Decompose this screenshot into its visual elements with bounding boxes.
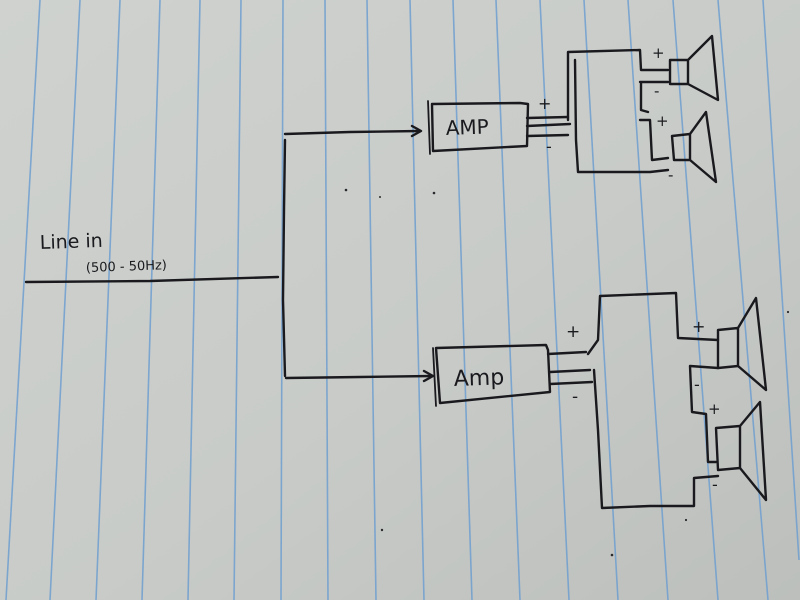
bottom-speaker-1: [716, 296, 768, 392]
bottom-amp-plus-label: +: [566, 322, 580, 342]
bottom-speaker-wiring: + - + -: [586, 291, 721, 510]
top-amplifier: AMP + -: [427, 94, 572, 156]
bottom-speaker-2-plus: +: [708, 400, 721, 418]
pencil-specks: [344, 188, 790, 557]
bottom-amp-output-wires: [546, 350, 594, 386]
top-wiring-left-vertical: [573, 58, 670, 174]
bottom-amp-label: Amp: [453, 365, 504, 392]
top-speaker-1-plus: +: [652, 44, 665, 62]
top-speaker-2-minus: -: [668, 166, 673, 184]
splitter-to-bottom-amp-wire: [284, 374, 434, 380]
bottom-speaker-1-minus: -: [694, 375, 700, 394]
splitter-top-arrowhead: [410, 124, 423, 138]
bottom-amplifier: Amp + -: [432, 322, 594, 407]
splitter-to-top-amp-wire: [283, 129, 422, 136]
top-speaker-1-minus: -: [654, 82, 659, 100]
top-wiring-outer-loop: [566, 48, 670, 122]
top-amp-label: AMP: [445, 115, 489, 140]
top-amp-output-wires: [525, 115, 572, 138]
bottom-amp-box-left-edge: [432, 347, 437, 407]
line-in-label: Line in: [39, 230, 103, 254]
top-wiring-middle-links: [638, 80, 670, 162]
speaker-icon: [670, 110, 718, 184]
speaker-icon: [716, 296, 768, 392]
bottom-wiring-outer-loop: [586, 291, 720, 356]
splitter-bottom-arrowhead: [422, 369, 435, 383]
bottom-speaker-2-minus: -: [712, 475, 718, 494]
bottom-speaker-1-plus: +: [692, 317, 705, 336]
splitter-vertical-wire: [281, 138, 287, 378]
bottom-amp-box: [434, 343, 552, 405]
bottom-speaker-2: [714, 400, 768, 502]
input-wire: [24, 275, 280, 284]
top-speaker-1: [668, 34, 720, 102]
top-amp-plus-label: +: [538, 94, 551, 113]
top-speaker-wiring: + - + -: [566, 44, 673, 184]
speaker-icon: [714, 400, 768, 502]
bottom-wiring-left-vertical: [592, 368, 720, 510]
top-amp-box-left-edge: [427, 100, 431, 155]
bottom-amp-minus-label: -: [572, 387, 578, 407]
speaker-icon: [668, 34, 720, 102]
top-speaker-2: [670, 110, 718, 184]
line-in-range-label: (500 - 50Hz): [86, 258, 168, 276]
bottom-wiring-middle-links: [688, 364, 720, 464]
top-speaker-2-plus: +: [656, 112, 669, 130]
top-amp-minus-label: -: [546, 137, 552, 156]
